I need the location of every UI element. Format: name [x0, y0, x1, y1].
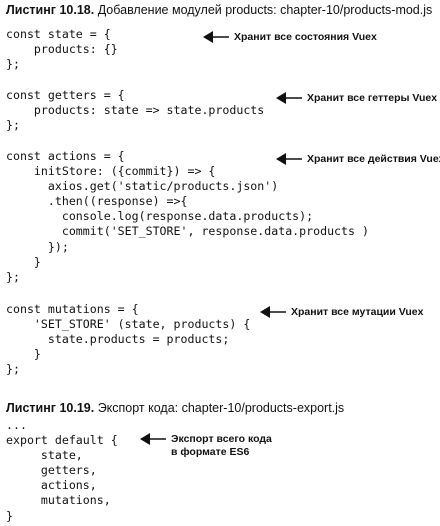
arrow-left-icon	[276, 153, 302, 165]
annotation-export-text: Экспорт всего кода в формате ES6	[171, 433, 272, 458]
code-block-mutations: const mutations = { 'SET_STORE' (state, …	[6, 302, 251, 377]
listing-caption-10-18: Листинг 10.18. Добавление модулей produc…	[6, 2, 432, 18]
arrow-left-icon	[260, 306, 286, 318]
arrow-left-icon	[276, 92, 302, 104]
listing-caption-10-19: Листинг 10.19. Экспорт кода: chapter-10/…	[6, 400, 344, 416]
annotation-getters: Хранит все геттеры Vuex	[276, 91, 437, 105]
listing-title: Экспорт кода: chapter-10/products-export…	[97, 401, 345, 415]
annotation-getters-text: Хранит все геттеры Vuex	[307, 92, 438, 104]
annotation-mutations-text: Хранит все мутации Vuex	[291, 306, 424, 318]
listing-number: Листинг 10.18.	[6, 3, 95, 17]
arrow-left-icon	[140, 433, 166, 445]
listing-title: Добавление модулей products: chapter-10/…	[97, 3, 433, 17]
code-block-export: ... export default { state, getters, act…	[6, 418, 118, 523]
annotation-mutations: Хранит все мутации Vuex	[260, 305, 423, 319]
annotation-state: Хранит все состояния Vuex	[203, 30, 377, 44]
code-block-actions: const actions = { initStore: ({commit}) …	[6, 149, 369, 284]
annotation-actions: Хранит все действия Vuex	[276, 152, 440, 166]
code-block-state: const state = { products: {} };	[6, 27, 118, 72]
listing-number: Листинг 10.19.	[6, 401, 95, 415]
annotation-actions-text: Хранит все действия Vuex	[307, 153, 440, 165]
arrow-left-icon	[203, 31, 229, 43]
annotation-export: Экспорт всего кода в формате ES6	[140, 432, 272, 459]
code-block-getters: const getters = { products: state => sta…	[6, 88, 265, 133]
annotation-state-text: Хранит все состояния Vuex	[234, 31, 377, 43]
